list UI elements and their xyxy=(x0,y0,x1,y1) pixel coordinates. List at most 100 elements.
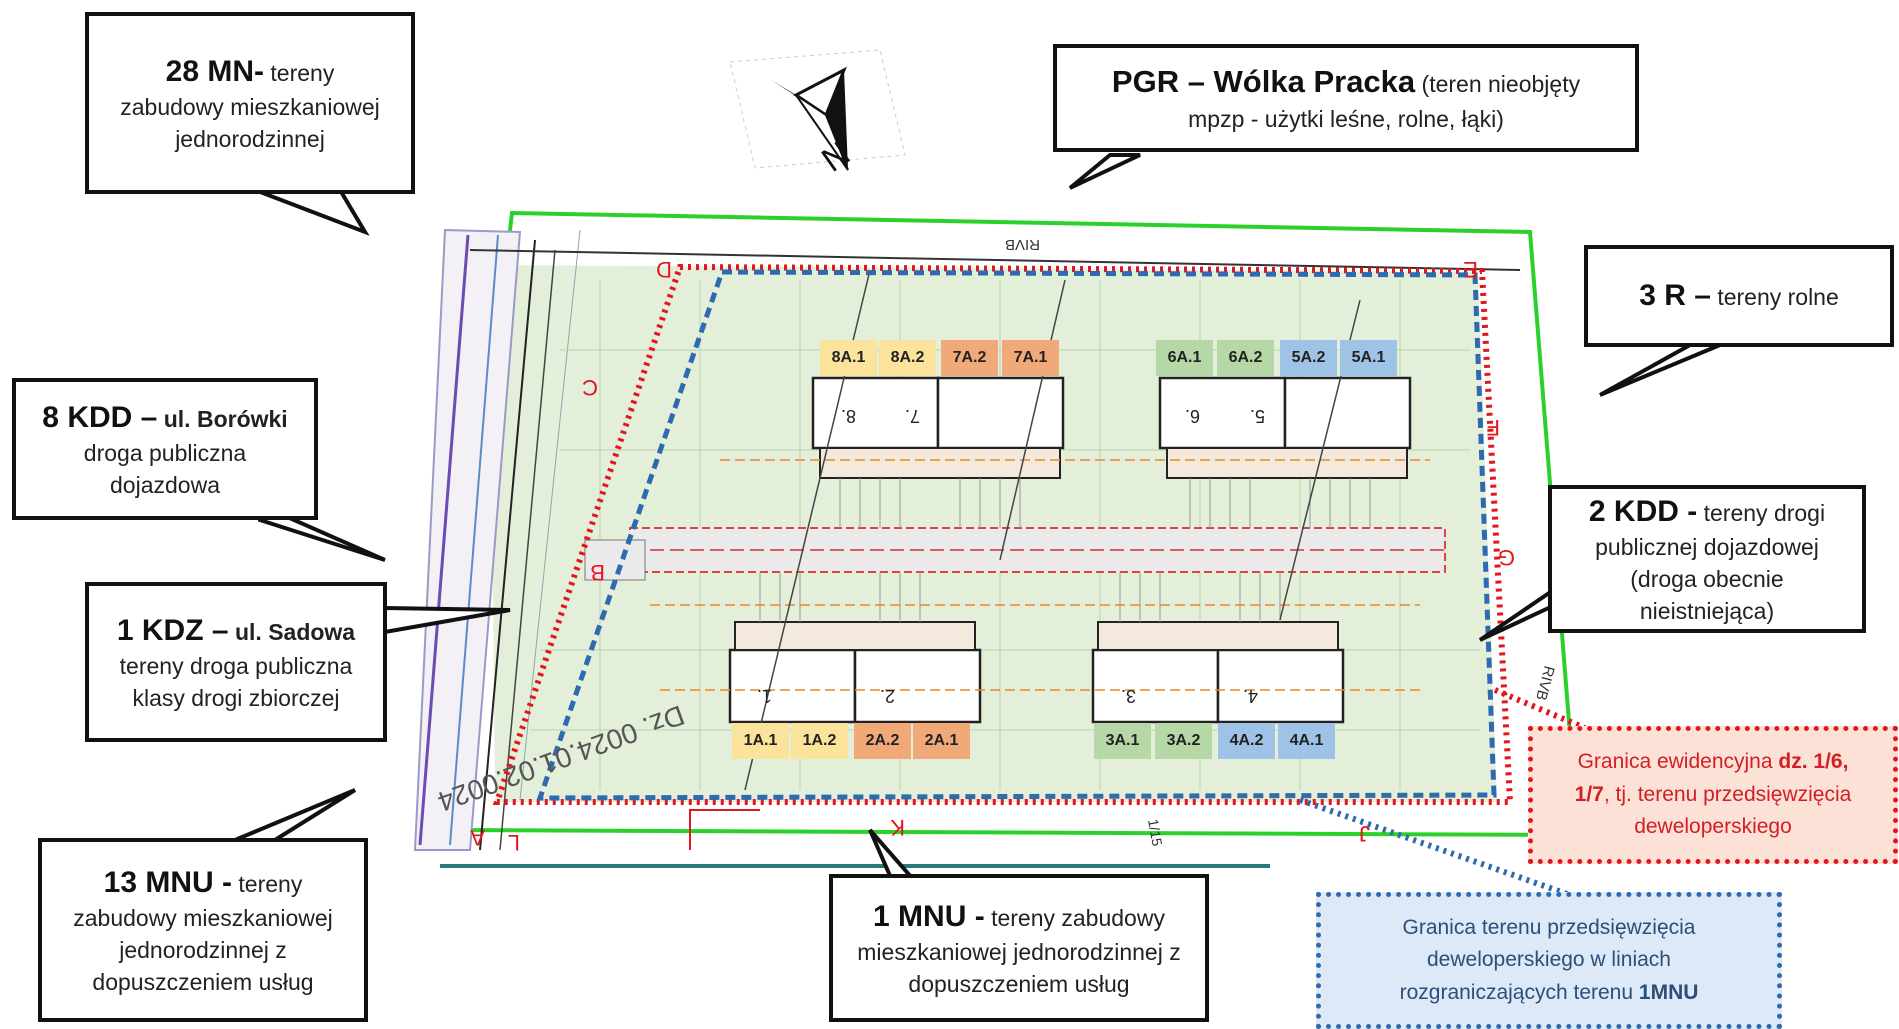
building-number: 1. xyxy=(757,686,772,706)
callout-13mnu: 13 MNU - tereny zabudowy mieszkaniowej j… xyxy=(38,838,368,1022)
boundary-point-label: B xyxy=(590,560,605,585)
callout-1mnu: 1 MNU - tereny zabudowy mieszkaniowej je… xyxy=(829,874,1209,1022)
road-strip-left xyxy=(413,228,522,851)
callout-code: 1 MNU - xyxy=(873,899,985,933)
legend-text-bold: 1MNU xyxy=(1638,980,1699,1004)
unit-label: 7A.2 xyxy=(941,340,998,376)
legend-text: deweloperskiego xyxy=(1634,815,1792,839)
unit-label: 2A.2 xyxy=(854,723,911,759)
unit-label: 1A.1 xyxy=(732,723,789,759)
building-number: 5. xyxy=(1250,406,1265,426)
boundary-point-label: F xyxy=(1487,415,1500,440)
legend-text: Granica ewidencyjna xyxy=(1577,750,1779,774)
callout-code: PGR – Wólka Pracka xyxy=(1111,63,1416,99)
unit-label: 4A.2 xyxy=(1218,723,1275,759)
unit-label: 8A.2 xyxy=(879,340,936,376)
unit-label: 3A.1 xyxy=(1094,723,1151,759)
callout-text: (teren nieobjęty xyxy=(1421,70,1581,97)
callout-tail-r3 xyxy=(1599,343,1721,397)
callout-2kdd: 2 KDD - tereny drogi publicznej dojazdow… xyxy=(1548,485,1866,633)
building-top-2 xyxy=(936,376,1065,450)
callout-text: dopuszczeniem usług xyxy=(92,968,314,995)
callout-text: mieszkaniowej jednorodzinnej z xyxy=(857,938,1181,965)
building-top-4 xyxy=(1283,376,1412,450)
callout-street: ul. Sadowa xyxy=(234,618,356,645)
callout-text: tereny rolne xyxy=(1717,284,1839,311)
legend-text-bold: 1/7 xyxy=(1574,782,1604,806)
building-number: 4. xyxy=(1243,686,1258,706)
callout-code: 8 KDD – xyxy=(42,400,158,434)
unit-label: 6A.1 xyxy=(1156,340,1213,376)
callout-street: ul. Borówki xyxy=(163,405,288,432)
callout-text: tereny xyxy=(238,870,303,897)
building-number: 2. xyxy=(880,686,895,706)
boundary-point-label: K xyxy=(890,815,905,840)
legend-text: deweloperskiego w liniach xyxy=(1427,948,1671,972)
road-label: RIVB xyxy=(1532,664,1557,702)
callout-code: 3 R – xyxy=(1639,279,1711,313)
boundary-point-label: C xyxy=(582,375,598,400)
boundary-point-label: E xyxy=(1463,257,1478,282)
legend-text-bold: dz. 1/6, xyxy=(1778,750,1849,774)
callout-text: tereny drogi xyxy=(1703,499,1826,526)
callout-text: klasy drogi zbiorczej xyxy=(132,684,340,711)
boundary-point-label: D xyxy=(656,257,672,282)
callout-text: zabudowy mieszkaniowej xyxy=(120,93,380,120)
callout-1kdz: 1 KDZ – ul. Sadowa tereny droga publiczn… xyxy=(85,582,387,742)
legend-text: rozgraniczających terenu xyxy=(1399,980,1639,1004)
unit-label: 8A.1 xyxy=(820,340,877,376)
building-number: 8. xyxy=(841,406,856,426)
unit-label: 4A.1 xyxy=(1278,723,1335,759)
callout-text: jednorodzinnej z xyxy=(119,936,287,963)
callout-8kdd: 8 KDD – ul. Borówki droga publiczna doja… xyxy=(12,378,318,520)
callout-text: publicznej dojazdowej xyxy=(1595,534,1819,561)
building-number: 6. xyxy=(1185,406,1200,426)
callout-text: jednorodzinnej xyxy=(175,125,325,152)
building-number: 3. xyxy=(1121,686,1136,706)
callout-text: (droga obecnie xyxy=(1630,565,1784,592)
parcel-label: 1/15 xyxy=(1145,818,1166,848)
boundary-point-label: L xyxy=(508,830,520,855)
unit-label: 5A.1 xyxy=(1340,340,1397,376)
unit-label: 3A.2 xyxy=(1155,723,1212,759)
unit-label: 2A.1 xyxy=(913,723,970,759)
callout-text: tereny droga publiczna xyxy=(119,652,353,679)
callout-pgr: PGR – Wólka Pracka (teren nieobjęty mpzp… xyxy=(1053,44,1639,152)
legend-text: , tj. terenu przedsięwzięcia xyxy=(1603,782,1852,806)
callout-text: tereny xyxy=(270,59,335,86)
building-top-3 xyxy=(1158,376,1287,450)
boundary-point-label: A xyxy=(470,825,485,850)
callout-code: 13 MNU - xyxy=(103,865,233,899)
boundary-point-label: G xyxy=(1498,545,1515,570)
north-arrow-icon xyxy=(771,66,849,171)
callout-text: droga publiczna xyxy=(83,439,247,466)
building-bottom-1 xyxy=(728,648,857,724)
legend-blue-boundary: Granica terenu przedsięwzięcia deweloper… xyxy=(1316,892,1782,1029)
building-bottom-4 xyxy=(1216,648,1345,724)
callout-text: tereny zabudowy xyxy=(991,904,1165,931)
callout-tail-pgr xyxy=(1068,153,1141,190)
boundary-point-label: J xyxy=(1359,821,1370,846)
callout-text: zabudowy mieszkaniowej xyxy=(73,905,333,932)
callout-3r: 3 R – tereny rolne xyxy=(1584,245,1894,347)
road-label: RIVB xyxy=(1005,236,1040,253)
unit-label: 1A.2 xyxy=(791,723,848,759)
callout-text: mpzp - użytki leśne, rolne, łąki) xyxy=(1188,105,1504,132)
callout-text: nieistniejąca) xyxy=(1639,597,1775,624)
blue-boundary xyxy=(536,269,1497,801)
building-number: 7. xyxy=(905,406,920,426)
building-bottom-2 xyxy=(853,648,982,724)
unit-label: 6A.2 xyxy=(1217,340,1274,376)
legend-text: Granica terenu przedsięwzięcia xyxy=(1402,915,1696,939)
callout-code: 28 MN- xyxy=(165,54,265,88)
callout-text: dopuszczeniem usług xyxy=(908,970,1130,997)
building-bottom-3 xyxy=(1091,648,1220,724)
callout-code: 1 KDZ – xyxy=(116,613,229,647)
legend-red-boundary: Granica ewidencyjna dz. 1/6, 1/7, tj. te… xyxy=(1528,726,1898,864)
unit-label: 7A.1 xyxy=(1002,340,1059,376)
callout-code: 2 KDD - xyxy=(1588,494,1698,528)
callout-tail-mnu13 xyxy=(234,788,357,842)
callout-28mn: 28 MN- tereny zabudowy mieszkaniowej jed… xyxy=(85,12,415,194)
callout-text: dojazdowa xyxy=(110,471,220,498)
unit-label: 5A.2 xyxy=(1280,340,1337,376)
